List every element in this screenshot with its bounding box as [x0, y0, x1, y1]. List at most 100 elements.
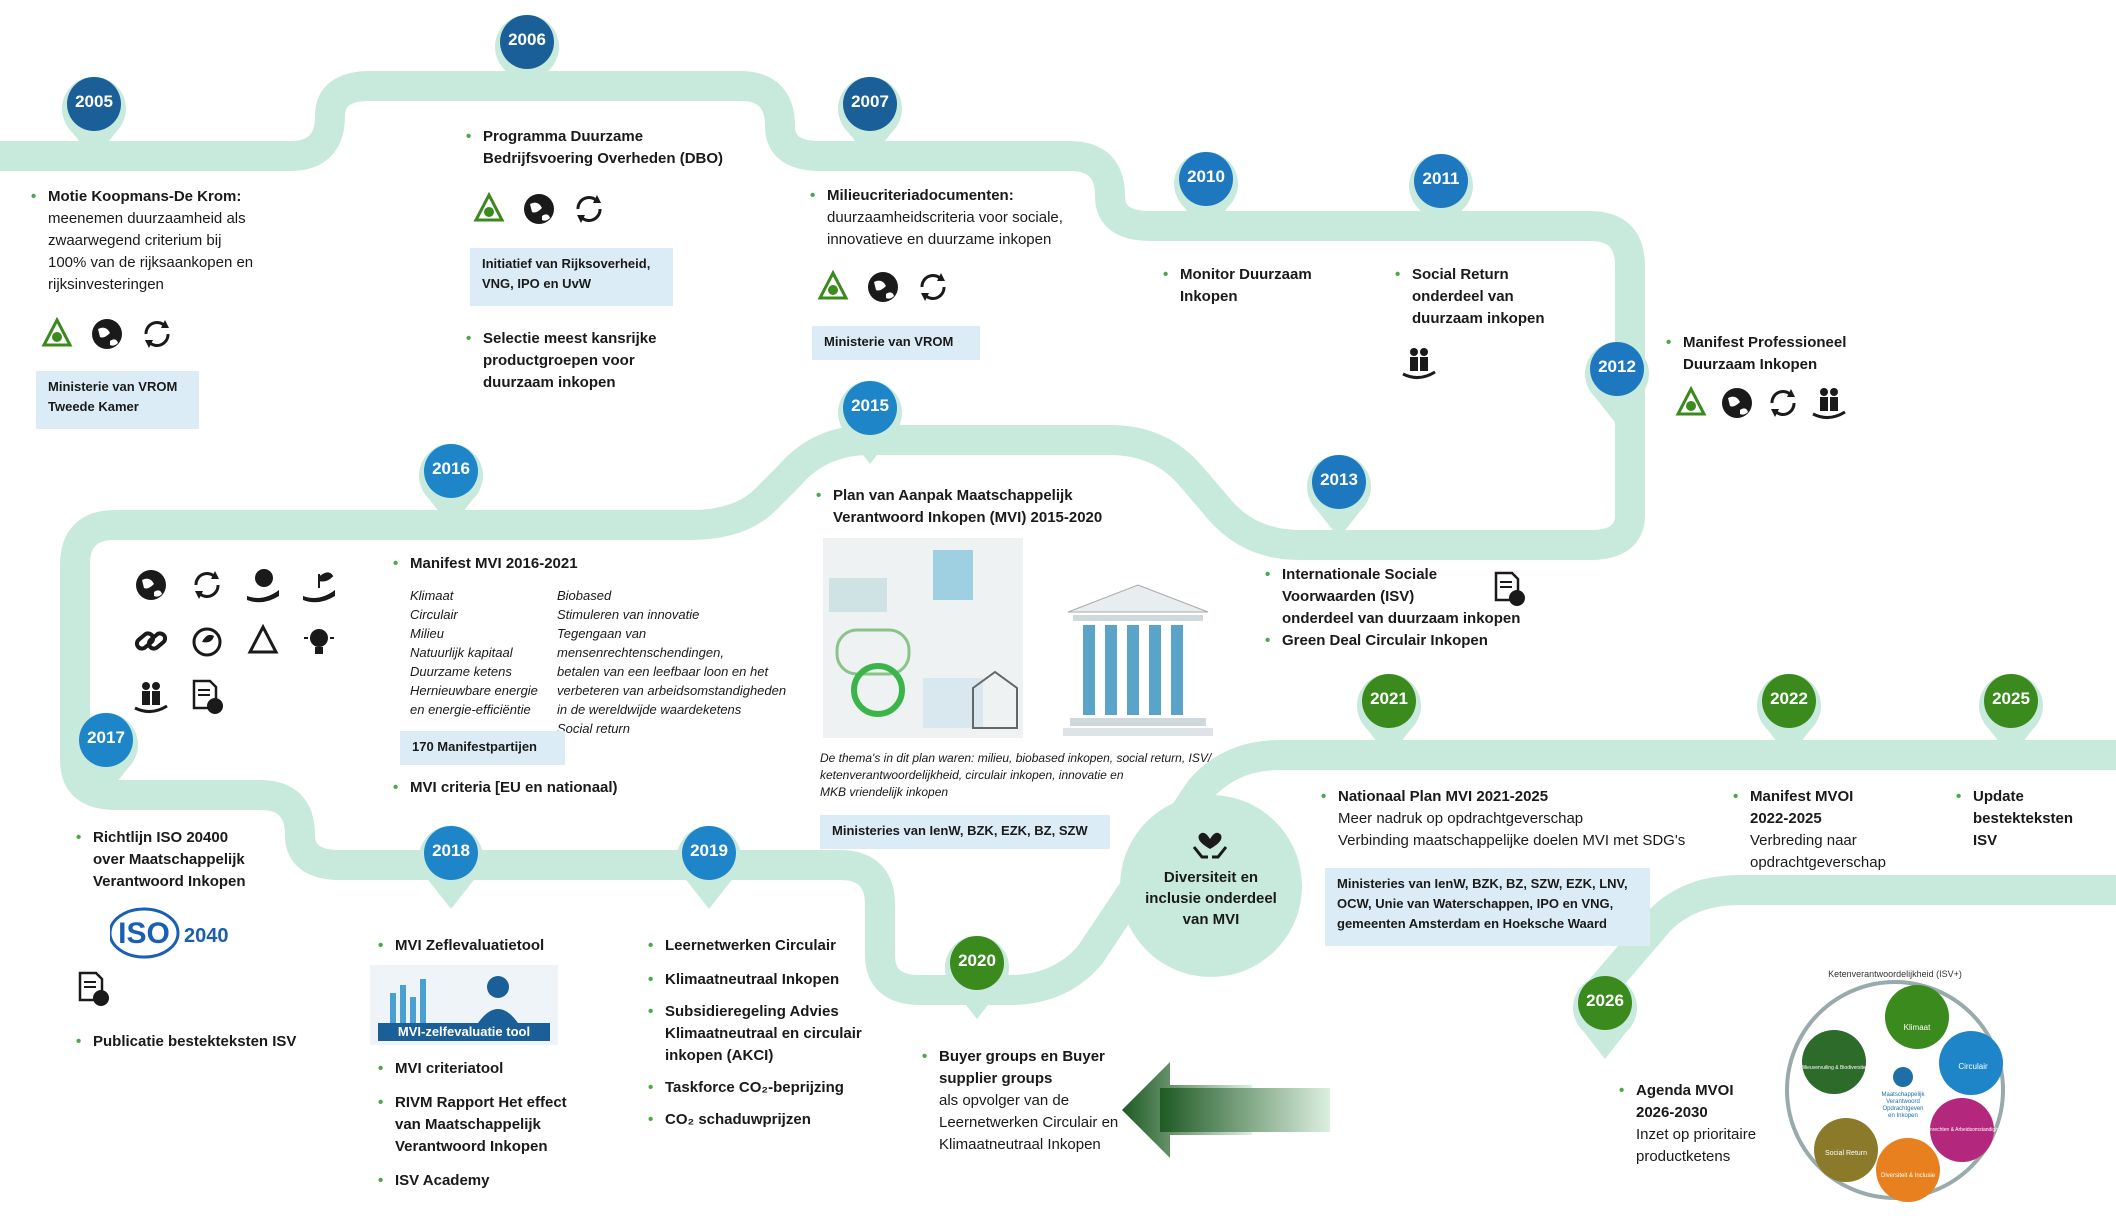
svg-text:Circulair: Circulair	[1958, 1062, 1988, 1071]
event-2013: •Internationale Sociale Voorwaarden (ISV…	[1265, 566, 1521, 649]
people-hand-icon	[1400, 344, 1438, 382]
event-2012: •Manifest Professioneel Duurzaam Inkopen	[1666, 334, 1847, 373]
icons-2016	[132, 566, 362, 716]
globe-icon	[520, 190, 558, 228]
plan-caption: De thema's in dit plan waren: milieu, bi…	[820, 751, 1212, 799]
wheel-seg-mensenrechten	[1930, 1098, 1994, 1162]
mvi-selfevaluation-image: MVI-zelfevaluatie tool	[370, 965, 558, 1045]
year-pin-2017: 2017	[72, 706, 140, 798]
event-2006: •Programma Duurzame Bedrijfsvoering Over…	[466, 128, 724, 167]
circular-arrows-icon	[1764, 384, 1802, 422]
year-pin-2021: 2021	[1355, 667, 1423, 759]
year-pin-2020: 2020	[943, 929, 1011, 1021]
note-2016: 170 Manifestpartijen	[400, 731, 565, 765]
event-2017: •Richtlijn ISO 20400 over Maatschappelij…	[76, 829, 246, 890]
event-2018-list: •MVI criteriatool •RIVM Rapport Het effe…	[378, 1060, 567, 1189]
svg-text:Milieuvervuiling & Biodiversit: Milieuvervuiling & Biodiversiteit	[1800, 1065, 1869, 1071]
event-2006-selectie: •Selectie meest kansrijke productgroepen…	[466, 330, 657, 391]
svg-text:Diversiteit & Inclusie: Diversiteit & Inclusie	[1881, 1173, 1936, 1179]
wheel-seg-klimaat	[1885, 985, 1949, 1049]
plug-leaf-icon	[188, 622, 226, 660]
wheel-seg-social-return	[1814, 1118, 1878, 1182]
iso-20400-logo: ISO 2040	[108, 906, 250, 960]
icons-2017	[74, 970, 112, 1008]
document-globe-icon	[74, 970, 112, 1008]
svg-text:Verantwoord: Verantwoord	[1886, 1099, 1920, 1105]
recycle-leaf-icon	[814, 268, 852, 306]
people-hand-icon	[1810, 384, 1848, 422]
iso-text: ISO	[118, 917, 170, 950]
event-2022: •Manifest MVOI 2022-2025 Verbreding naar…	[1733, 788, 1886, 871]
iso-number: 2040	[184, 925, 229, 947]
year-pin-2012: 2012	[1583, 335, 1651, 427]
note-2021: Ministeries van IenW, BZK, BZ, SZW, EZK,…	[1325, 868, 1650, 946]
event-2026: •Agenda MVOI 2026-2030 Inzet op priorita…	[1619, 1082, 1757, 1165]
people-hand-icon	[132, 678, 170, 716]
mvi-temple-icon	[1058, 580, 1218, 740]
tool-label: MVI-zelfevaluatie tool	[397, 1024, 531, 1039]
year-pin-2018: 2018	[417, 819, 485, 911]
year-pin-2015: 2015	[836, 374, 904, 466]
note-2015: Ministeries van IenW, BZK, EZK, BZ, SZW	[820, 815, 1110, 849]
year-pin-2005: 2005	[60, 70, 128, 162]
icons-2006	[470, 190, 608, 228]
note-2007: Ministerie van VROM	[812, 326, 980, 360]
heart-hands-icon	[1190, 823, 1230, 863]
mvoi-wheel: Ketenverantwoordelijkheid (ISV+) Klimaat…	[1780, 965, 2010, 1215]
event-2016-criteria: •MVI criteria [EU en nationaal)	[393, 779, 618, 796]
globe-icon	[88, 315, 126, 353]
recycle-leaf-icon	[38, 315, 76, 353]
year-pin-2010: 2010	[1172, 145, 1240, 237]
lightbulb-icon	[300, 622, 338, 660]
circular-arrows-icon	[138, 315, 176, 353]
event-2017-isv: •Publicatie bestekteksten ISV	[76, 1033, 297, 1050]
year-pin-2022: 2022	[1755, 667, 1823, 759]
wheel-seg-circulair	[1939, 1031, 2003, 1095]
wheel-seg-milieu	[1802, 1030, 1866, 1094]
document-globe-icon	[188, 678, 226, 716]
circular-arrows-icon	[914, 268, 952, 306]
event-2007: •Milieucriteriadocumenten: duurzaamheids…	[810, 187, 1063, 248]
svg-text:en Inkopen: en Inkopen	[1888, 1113, 1918, 1119]
icons-2012	[1672, 384, 1848, 422]
year-pin-2011: 2011	[1407, 147, 1475, 239]
svg-text:Social Return: Social Return	[1825, 1150, 1867, 1157]
plant-hand-icon	[300, 566, 338, 604]
recycle-leaf-icon	[470, 190, 508, 228]
event-2019: •Leernetwerken Circulair •Klimaatneutraa…	[648, 937, 862, 1128]
wheel-seg-diversiteit	[1876, 1138, 1940, 1202]
svg-text:Opdrachtgeven: Opdrachtgeven	[1882, 1106, 1923, 1112]
event-2016: •Manifest MVI 2016-2021	[393, 555, 578, 572]
event-2020: •Buyer groups en Buyer supplier groups a…	[922, 1048, 1119, 1153]
svg-text:Klimaat: Klimaat	[1904, 1023, 1931, 1032]
year-pin-2007: 2007	[836, 70, 904, 162]
document-globe-icon	[1490, 570, 1528, 608]
event-2025: •Update bestekteksten ISV	[1956, 788, 2074, 849]
recycle-icon	[244, 622, 282, 660]
svg-text:Maatschappelijk: Maatschappelijk	[1881, 1092, 1925, 1098]
icons-2007	[814, 268, 952, 306]
event-2015: •Plan van Aanpak Maatschappelijk Verantw…	[816, 487, 1103, 526]
event-2005-title: Motie Koopmans-De Krom:	[48, 188, 242, 205]
year-pin-2016: 2016	[417, 437, 485, 529]
event-2011: •Social Return onderdeel van duurzaam in…	[1395, 266, 1545, 327]
wheel-ring-label: Ketenverantwoordelijkheid (ISV+)	[1828, 969, 1962, 979]
event-2021: •Nationaal Plan MVI 2021-2025 Meer nadru…	[1321, 788, 1686, 849]
icons-2011	[1400, 344, 1438, 382]
circular-arrows-icon	[188, 566, 226, 604]
circular-arrows-icon	[570, 190, 608, 228]
recycle-leaf-icon	[1672, 384, 1710, 422]
globe-icon	[864, 268, 902, 306]
event-2018: •MVI Zeflevaluatietool	[378, 937, 545, 954]
svg-text:Mensenrechten & Arbeidsomstand: Mensenrechten & Arbeidsomstandigheden	[1915, 1127, 2009, 1133]
year-pin-2013: 2013	[1305, 448, 1373, 540]
chain-link-icon	[132, 622, 170, 660]
year-pin-2025: 2025	[1977, 667, 2045, 759]
hand-globe-icon	[244, 566, 282, 604]
icons-2005	[38, 315, 176, 353]
